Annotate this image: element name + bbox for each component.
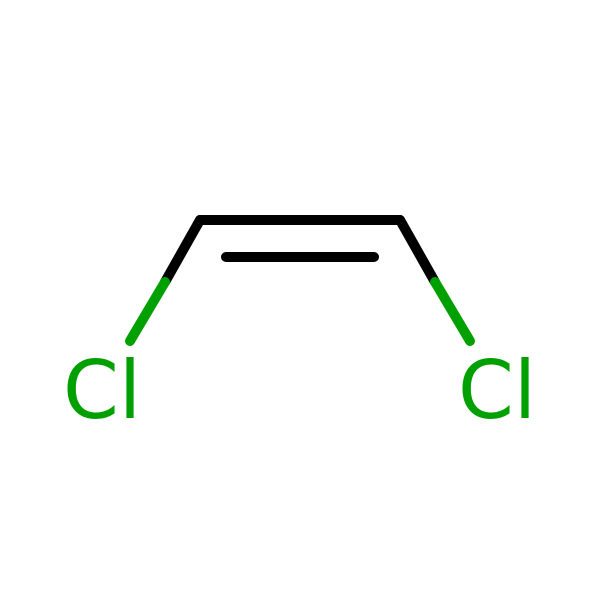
right-bond-chlorine-segment: [430, 277, 475, 346]
right-chlorine-label: Cl: [458, 344, 536, 437]
left-bond-chlorine-segment: [125, 277, 170, 346]
right-bond-carbon-segment: [395, 215, 440, 287]
left-chlorine-label: Cl: [63, 344, 141, 437]
left-bond-carbon-segment: [160, 215, 205, 287]
